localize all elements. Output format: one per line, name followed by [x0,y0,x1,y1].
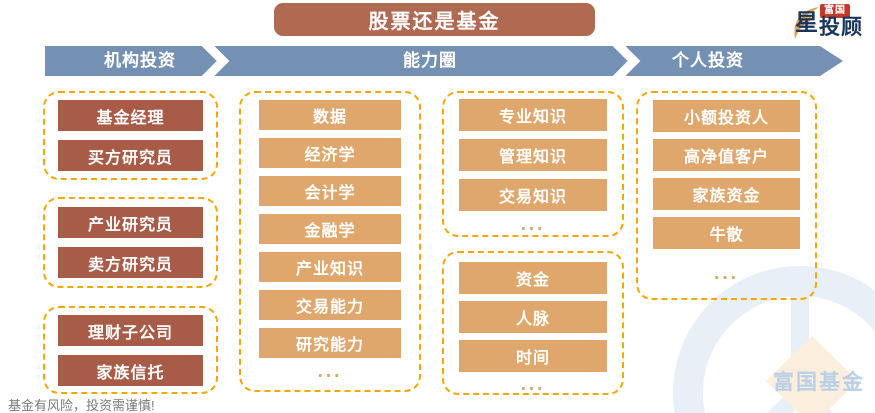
group-personal-investors: 小额投资人 高净值客户 家族资金 牛散 ... [636,91,817,300]
item-box: 研究能力 [259,328,401,358]
group-competence-resources: 资金 人脉 时间 ... [442,251,624,395]
logo-gold-swoosh-icon [794,7,819,39]
risk-disclaimer: 基金有风险，投资需谨慎! [8,398,155,413]
item-box: 资金 [459,262,607,294]
item-box: 牛散 [653,217,800,249]
item-box: 买方研究员 [58,140,203,171]
group-competence-skills: 数据 经济学 会计学 金融学 产业知识 交易能力 研究能力 ... [239,91,421,392]
ellipsis: ... [520,374,546,395]
item-box: 产业研究员 [58,207,203,238]
group-institutional-3: 理财子公司 家族信托 [43,306,218,394]
ellipsis: ... [520,214,546,235]
item-box: 经济学 [259,138,401,168]
chevron-separator-icon [201,46,230,76]
item-box: 小额投资人 [653,100,800,132]
group-institutional-1: 基金经理 买方研究员 [43,91,218,180]
band-segment-competence: 能力圈 [403,51,457,70]
chevron-separator-icon [612,46,641,76]
ellipsis: ... [317,361,343,382]
item-box: 家族信托 [58,355,203,386]
item-box: 高净值客户 [653,139,800,171]
item-box: 管理知识 [459,139,607,171]
band-segment-personal: 个人投资 [672,51,744,70]
item-box: 金融学 [259,214,401,244]
logo-brand-tag: 富国 [820,4,850,18]
logo-suffix: 投顾 [819,16,863,39]
title-banner: 股票还是基金 [274,3,595,36]
item-box: 交易能力 [259,290,401,320]
item-box: 数据 [259,100,401,130]
item-box: 人脉 [459,301,607,333]
logo-star-glyph: 星 [795,9,818,35]
item-box: 产业知识 [259,252,401,282]
item-box: 专业知识 [459,99,607,131]
watermark-diamond [766,336,858,413]
item-box: 时间 [459,340,607,372]
fullgoal-star-advisor-logo: 星 富国 投顾 [792,3,874,41]
watermark-text: 富国基金 [773,370,865,394]
process-arrow-band [45,46,843,76]
band-segment-institutional: 机构投资 [104,51,176,70]
group-competence-knowledge: 专业知识 管理知识 交易知识 ... [442,91,624,237]
item-box: 基金经理 [58,100,203,131]
item-box: 交易知识 [459,179,607,211]
item-box: 卖方研究员 [58,247,203,278]
item-box: 会计学 [259,176,401,206]
group-institutional-2: 产业研究员 卖方研究员 [43,197,218,288]
item-box: 家族资金 [653,178,800,210]
item-box: 理财子公司 [58,315,203,346]
ellipsis: ... [714,263,739,284]
